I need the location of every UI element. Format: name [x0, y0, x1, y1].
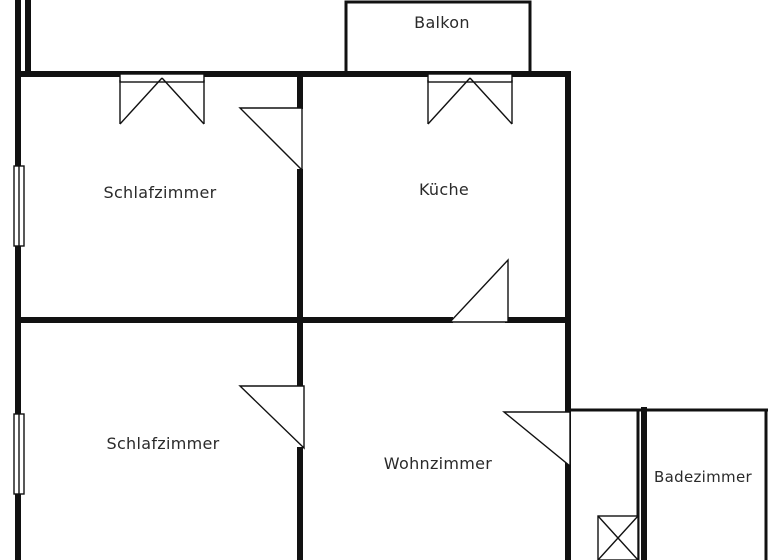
room-label-schlafzimmer-1: Schlafzimmer [103, 183, 216, 202]
room-label-balkon: Balkon [414, 13, 470, 32]
door-wohnzimmer [502, 411, 571, 468]
room-label-wohnzimmer: Wohnzimmer [384, 454, 493, 473]
room-label-schlafzimmer-2: Schlafzimmer [106, 434, 219, 453]
room-label-kueche: Küche [419, 180, 469, 199]
balkon-area [344, 0, 532, 76]
left-windows [13, 165, 25, 495]
door-schlafzimmer-1 [238, 107, 303, 172]
room-label-badezimmer: Badezimmer [654, 468, 752, 486]
top-window-kueche [427, 73, 513, 125]
door-bad-corridor [597, 515, 639, 560]
top-window-schlafzimmer [119, 73, 205, 125]
door-kueche [448, 258, 509, 323]
door-schlafzimmer-2 [238, 385, 305, 450]
